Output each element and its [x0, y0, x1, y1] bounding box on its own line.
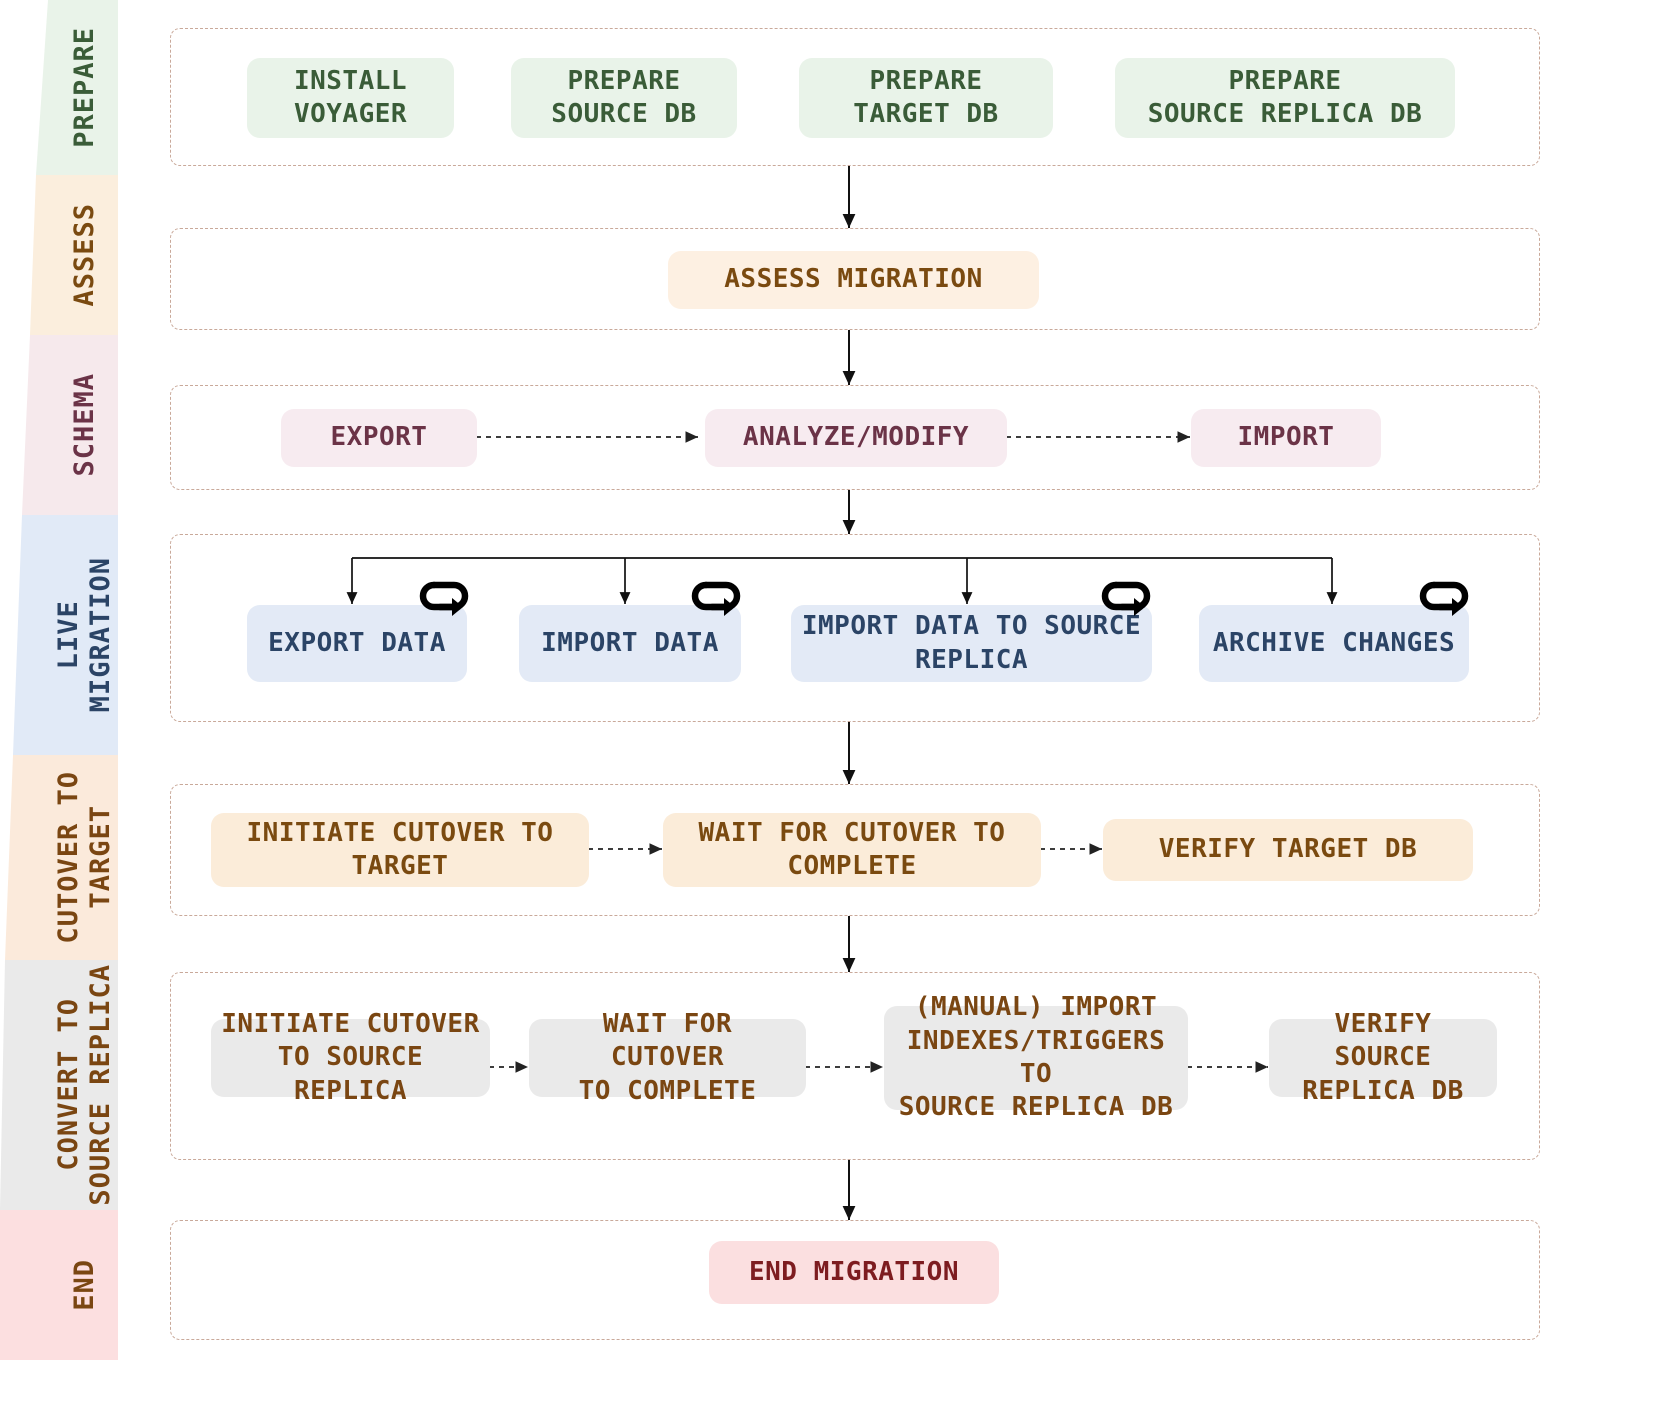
- section-live-migration: EXPORT DATA IMPORT DATA IMPORT DATA TO S…: [170, 534, 1540, 722]
- phase-band-label-live-migration: LIVE MIGRATION: [53, 557, 116, 713]
- node-verify-target-db[interactable]: VERIFY TARGET DB: [1103, 819, 1473, 881]
- node-prepare-target-db[interactable]: PREPARE TARGET DB: [799, 58, 1053, 138]
- node-wait-for-cutover-to-complete-2[interactable]: WAIT FOR CUTOVER TO COMPLETE: [529, 1009, 806, 1106]
- loop-repeat-icon-export-data: [419, 581, 469, 616]
- phase-band-schema: SCHEMA: [0, 335, 170, 515]
- node-manual-import-indexes-triggers[interactable]: (MANUAL) IMPORT INDEXES/TRIGGERS TO SOUR…: [884, 992, 1188, 1122]
- band-shape-assess: [30, 175, 118, 335]
- node-schema-export[interactable]: EXPORT: [281, 409, 477, 467]
- node-archive-changes[interactable]: ARCHIVE CHANGES: [1199, 605, 1469, 682]
- section-assess: ASSESS MIGRATION: [170, 228, 1540, 330]
- phase-band-label-schema: SCHEMA: [69, 373, 101, 477]
- phase-band-label-assess: ASSESS: [69, 203, 101, 307]
- node-import-data[interactable]: IMPORT DATA: [519, 605, 741, 682]
- phase-sidebar: PREPARE ASSESS SCHEMA LIVE MIGRATION CUT: [0, 0, 170, 1405]
- phase-band-cutover-to-target: CUTOVER TO TARGET: [0, 755, 170, 960]
- band-shape-live: [13, 515, 118, 755]
- node-verify-source-replica-db[interactable]: VERIFY SOURCE REPLICA DB: [1269, 1009, 1497, 1106]
- phase-band-label-prepare: PREPARE: [69, 27, 101, 148]
- section-cutover-to-target: INITIATE CUTOVER TO TARGET WAIT FOR CUTO…: [170, 784, 1540, 916]
- node-schema-analyze-modify[interactable]: ANALYZE/MODIFY: [705, 409, 1007, 467]
- section-end: END MIGRATION: [170, 1220, 1540, 1340]
- band-shape-prepare: [36, 0, 118, 175]
- phase-band-assess: ASSESS: [0, 175, 170, 335]
- phase-band-convert-to-source-replica: CONVERT TO SOURCE REPLICA: [0, 960, 170, 1210]
- node-end-migration[interactable]: END MIGRATION: [709, 1241, 999, 1304]
- section-schema: EXPORT ANALYZE/MODIFY IMPORT: [170, 385, 1540, 490]
- loop-repeat-icon-archive-changes: [1419, 581, 1469, 616]
- band-shape-convert: [0, 960, 118, 1210]
- node-prepare-source-replica-db[interactable]: PREPARE SOURCE REPLICA DB: [1115, 58, 1455, 138]
- phase-band-end: END: [0, 1210, 170, 1360]
- node-initiate-cutover-to-source-replica[interactable]: INITIATE CUTOVER TO SOURCE REPLICA: [211, 1009, 490, 1106]
- phase-band-label-end: END: [69, 1259, 101, 1311]
- node-export-data[interactable]: EXPORT DATA: [247, 605, 467, 682]
- section-prepare: INSTALL VOYAGER PREPARE SOURCE DB PREPAR…: [170, 28, 1540, 166]
- node-prepare-source-db[interactable]: PREPARE SOURCE DB: [511, 58, 737, 138]
- loop-repeat-icon-import-data: [691, 581, 741, 616]
- phase-band-live-migration: LIVE MIGRATION: [0, 515, 170, 755]
- phase-band-prepare: PREPARE: [0, 0, 170, 175]
- node-assess-migration[interactable]: ASSESS MIGRATION: [668, 251, 1039, 309]
- band-shape-schema: [22, 335, 118, 515]
- phase-band-label-convert-to-source-replica: CONVERT TO SOURCE REPLICA: [53, 964, 116, 1206]
- section-convert-to-source-replica: INITIATE CUTOVER TO SOURCE REPLICA WAIT …: [170, 972, 1540, 1160]
- node-initiate-cutover-to-target[interactable]: INITIATE CUTOVER TO TARGET: [211, 813, 589, 887]
- node-install-voyager[interactable]: INSTALL VOYAGER: [247, 58, 454, 138]
- phase-band-label-cutover-to-target: CUTOVER TO TARGET: [53, 771, 116, 944]
- node-wait-for-cutover-to-complete[interactable]: WAIT FOR CUTOVER TO COMPLETE: [663, 813, 1041, 887]
- loop-repeat-icon-import-data-to-source-replica: [1101, 581, 1151, 616]
- band-shape-end: [0, 1210, 118, 1360]
- node-schema-import[interactable]: IMPORT: [1191, 409, 1381, 467]
- band-shape-cutover: [5, 755, 118, 960]
- node-import-data-to-source-replica[interactable]: IMPORT DATA TO SOURCE REPLICA: [791, 605, 1152, 682]
